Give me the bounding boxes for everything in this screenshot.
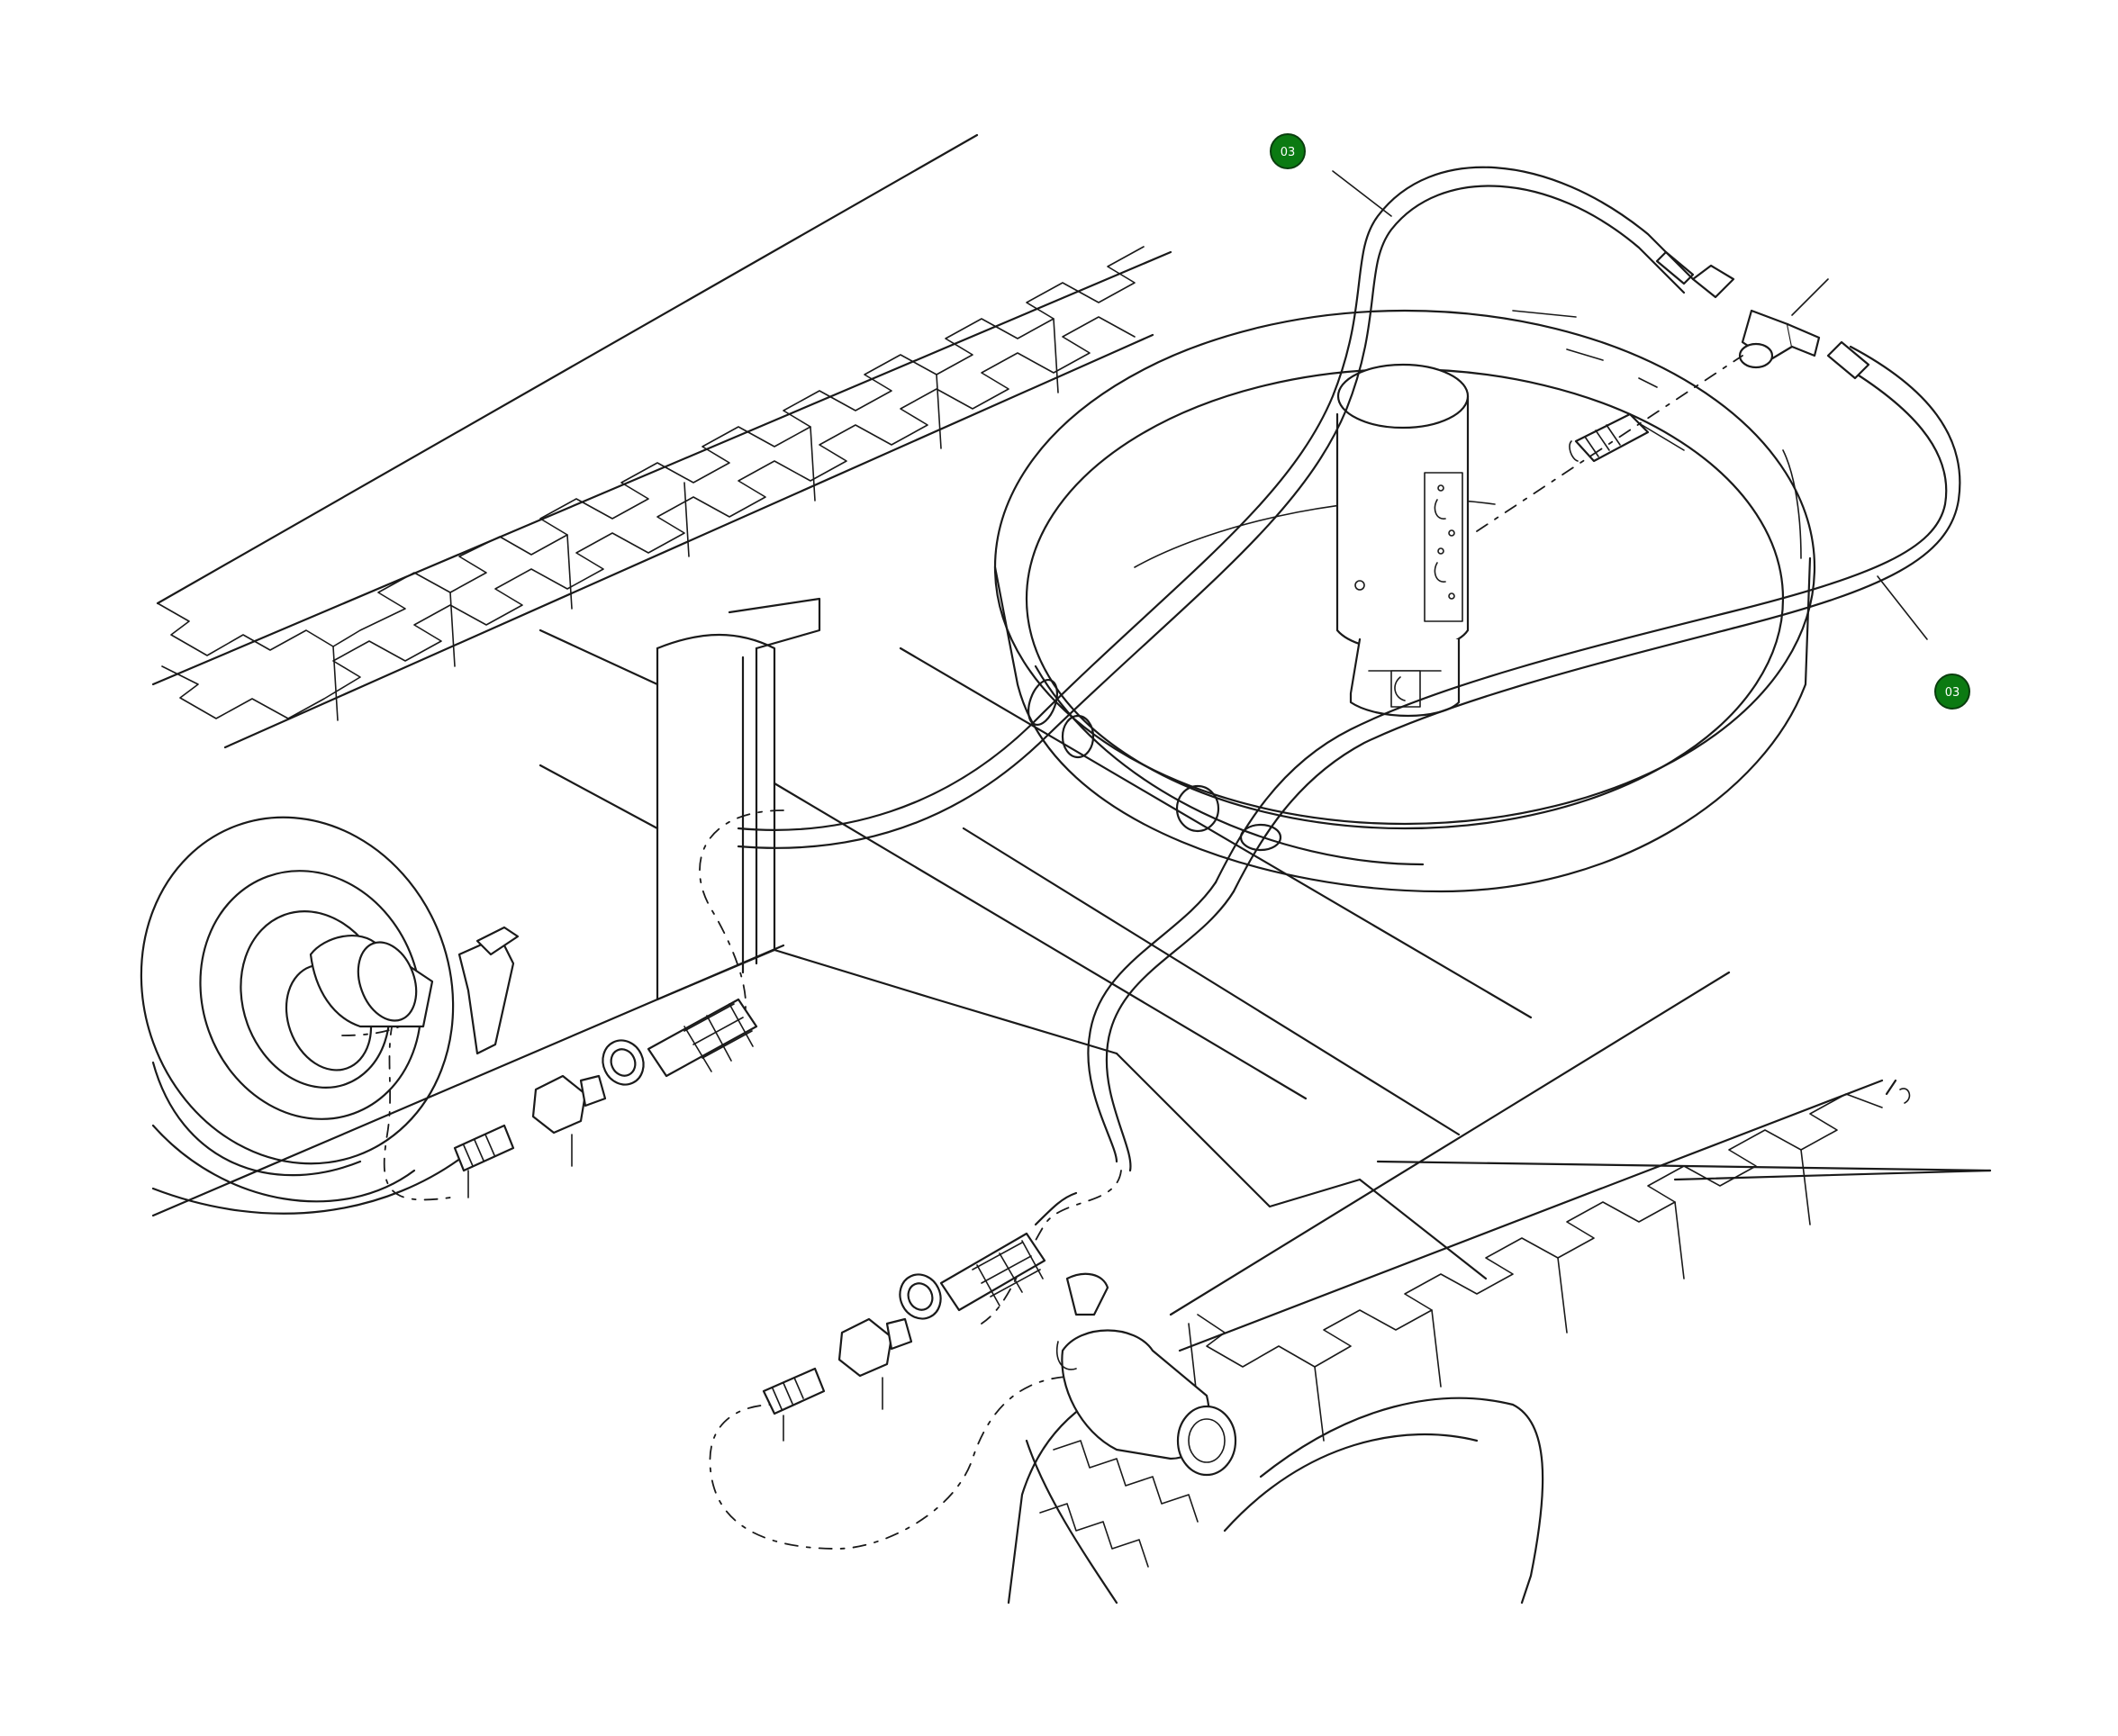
callout-marker-right[interactable]: 03 (1934, 674, 1970, 710)
callout-label: 03 (1281, 146, 1296, 159)
center-rotary-joint (1335, 363, 1470, 718)
callout-circle (1934, 674, 1970, 710)
left-fitting-group (309, 926, 758, 1198)
right-track (1007, 971, 1992, 1605)
tee-fitting-group (1332, 170, 1928, 640)
undercarriage-frame (539, 597, 1992, 1280)
callout-label: 03 (1945, 686, 1960, 700)
callout-circle (1270, 133, 1306, 169)
hydraulic-hose-assembly (341, 166, 1961, 1550)
lower-fitting-group (762, 1191, 1237, 1477)
callout-marker-top[interactable]: 03 (1270, 133, 1306, 169)
